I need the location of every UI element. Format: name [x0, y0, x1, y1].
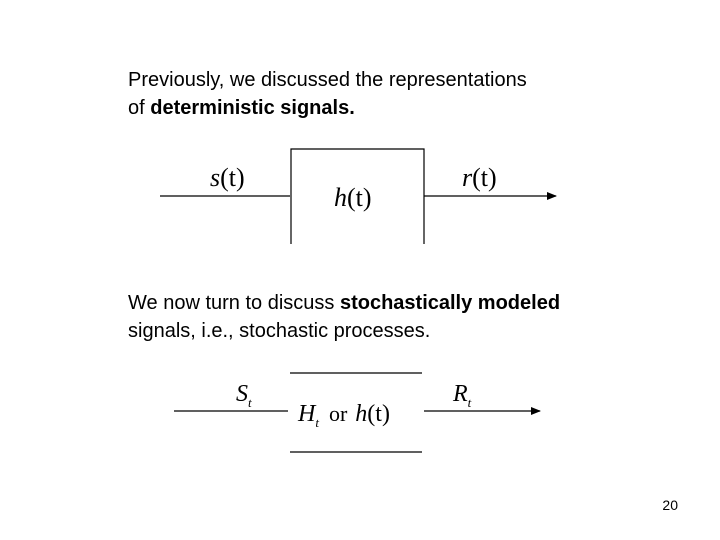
system-response-label: h(t): [334, 183, 372, 212]
transition-text: We now turn to discuss stochastically mo…: [128, 289, 560, 345]
transition-emphasis: stochastically modeled: [339, 292, 561, 314]
intro-line-2-prefix: of: [128, 97, 151, 119]
transition-line-1-prefix: We now turn to discuss: [128, 292, 340, 314]
intro-emphasis: deterministic signals.: [150, 97, 355, 119]
page-number: 20: [662, 497, 678, 513]
intro-line-1: Previously, we discussed the representat…: [128, 69, 527, 91]
deterministic-system-diagram: s(t) h(t) r(t): [160, 148, 557, 244]
intro-text: Previously, we discussed the representat…: [128, 66, 527, 122]
input-process-label: St: [236, 381, 252, 410]
input-signal-label: s(t): [210, 163, 245, 192]
output-process-label: Rt: [452, 381, 472, 410]
output-signal-label: r(t): [462, 163, 497, 192]
transition-line-2: signals, i.e., stochastic processes.: [128, 320, 431, 342]
